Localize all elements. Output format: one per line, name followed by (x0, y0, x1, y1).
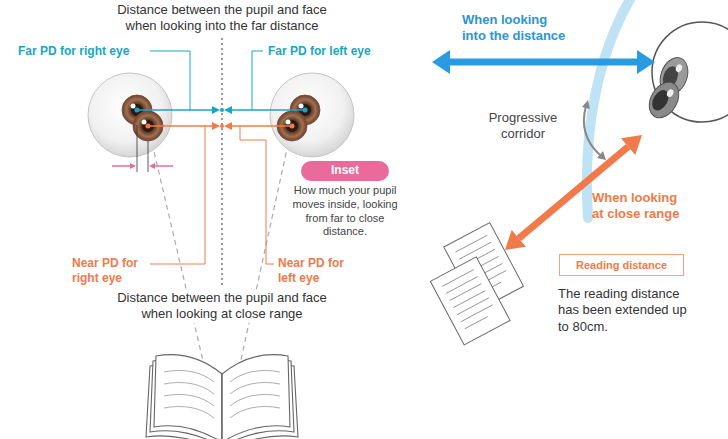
arrowhead (432, 50, 450, 74)
dot (220, 108, 224, 112)
corridor-arrow (582, 100, 606, 160)
dot (290, 124, 295, 129)
highlight (131, 104, 136, 109)
arrowhead (621, 135, 642, 155)
far-distance-caption: Distance between the pupil and face when… (104, 2, 340, 35)
text-lines (230, 370, 280, 418)
book-page (154, 355, 222, 439)
text-lines (442, 270, 496, 329)
leader-line (240, 126, 274, 264)
far-pd-label: Far PD for right eye (18, 44, 129, 59)
near-pd-label: Near PD for right eye (72, 256, 157, 286)
arrowhead (582, 100, 590, 109)
near-distance-caption: Distance between the pupil and face when… (104, 290, 340, 323)
dot (220, 124, 224, 128)
arrowhead (597, 151, 606, 160)
far-pd-arrows (135, 51, 308, 114)
leader-line (252, 51, 263, 110)
pd-line (137, 109, 214, 111)
book (146, 355, 298, 439)
inset-note: How much your pupil moves inside, lookin… (285, 184, 405, 239)
distance-view-label: When looking into the distance (462, 12, 570, 45)
highlight (675, 63, 683, 73)
book-page (222, 355, 290, 439)
dot (135, 108, 140, 113)
arrowhead (149, 163, 155, 169)
corridor-label: Progressive corridor (478, 110, 568, 143)
leader-line (150, 51, 190, 110)
inset-line (112, 165, 131, 167)
far-pd-label: Far PD for left eye (268, 44, 371, 59)
iris (643, 77, 685, 123)
pd-line (148, 125, 214, 127)
lens (587, 0, 632, 218)
inset-guide (137, 125, 138, 172)
gaze-line (148, 126, 207, 378)
dot (146, 124, 151, 129)
arrow-shaft (584, 106, 600, 155)
arrowhead (224, 122, 232, 130)
dot (303, 108, 308, 113)
distance-arrow (432, 50, 655, 74)
papers (419, 223, 535, 345)
iris (643, 77, 685, 123)
highlight (142, 120, 147, 125)
inset-pill: Inset (301, 161, 389, 181)
center-line (222, 38, 223, 286)
paper-sheet (430, 257, 510, 345)
near-pd-arrows (146, 122, 295, 264)
gaze-line (237, 126, 292, 378)
leader-line (150, 126, 205, 264)
arrowhead (212, 106, 220, 114)
arrowhead (505, 230, 526, 250)
eyeball (270, 73, 354, 157)
inset-line (154, 165, 173, 167)
arrowhead (130, 163, 136, 169)
near-pd-label: Near PD for left eye (278, 256, 363, 286)
paper-sheet (430, 257, 510, 345)
highlight (299, 104, 304, 109)
eyeball (88, 73, 172, 157)
reading-note: The reading distance has been extended u… (558, 286, 698, 335)
reading-distance-box: Reading distance (559, 254, 684, 276)
arrowhead (637, 50, 655, 74)
node-text: Reading distance (576, 258, 667, 272)
close-view-label: When looking at close range (592, 190, 687, 223)
arrowhead (212, 122, 220, 130)
arrowhead (224, 106, 232, 114)
inset-arrows (112, 163, 173, 169)
highlight (666, 88, 675, 98)
arrow-shaft (446, 59, 641, 66)
pd-line (230, 109, 305, 111)
inset-guide (148, 141, 149, 172)
text-lines (164, 370, 214, 418)
highlight (286, 120, 291, 125)
node-text: Inset (331, 163, 359, 179)
pd-line (230, 125, 292, 127)
book-spine (221, 374, 222, 439)
